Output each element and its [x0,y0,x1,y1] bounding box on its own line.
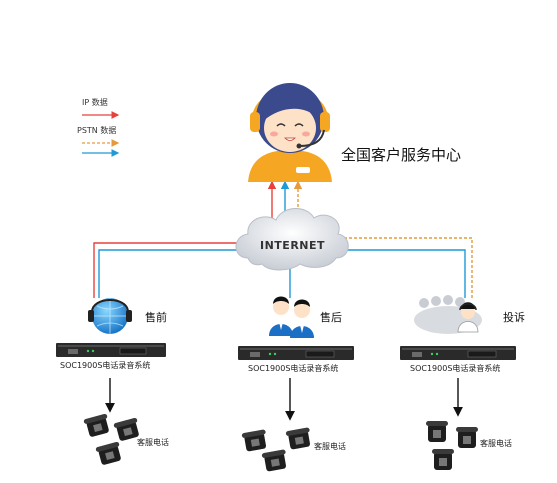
phones-left [83,413,139,465]
service-agent-avatar [248,83,332,182]
aftersales-agents-icon [269,296,314,338]
ip-line-left [93,180,277,298]
presales-agent-icon [88,298,132,334]
device-label-middle: SOC1900S电话录音系统 [248,364,339,373]
legend-ip-label: IP 数据 [82,98,108,107]
recording-device-middle [238,346,354,360]
branch-label-aftersales: 售后 [320,311,342,324]
legend [82,111,120,157]
phones-middle [241,427,310,472]
phones-label-middle: 客服电话 [314,442,346,451]
phones-label-right: 客服电话 [480,439,512,448]
branch-label-presales: 售前 [145,311,167,324]
connection-lines [93,180,473,298]
branch-label-complaints: 投诉 [503,311,525,324]
internet-label: INTERNET [260,239,326,252]
recording-device-right [400,346,516,360]
device-label-right: SOC1900S电话录音系统 [410,364,501,373]
complaints-agents-icon [414,295,482,334]
internet-cloud [235,208,349,271]
device-label-left: SOC1900S电话录音系统 [60,361,151,370]
phones-label-left: 客服电话 [137,438,169,447]
phones-right [426,421,478,470]
service-center-title: 全国客户服务中心 [341,146,462,164]
device-to-phone-arrows [105,378,463,421]
legend-pstn-label: PSTN 数据 [77,126,117,135]
recording-device-left [56,343,166,357]
